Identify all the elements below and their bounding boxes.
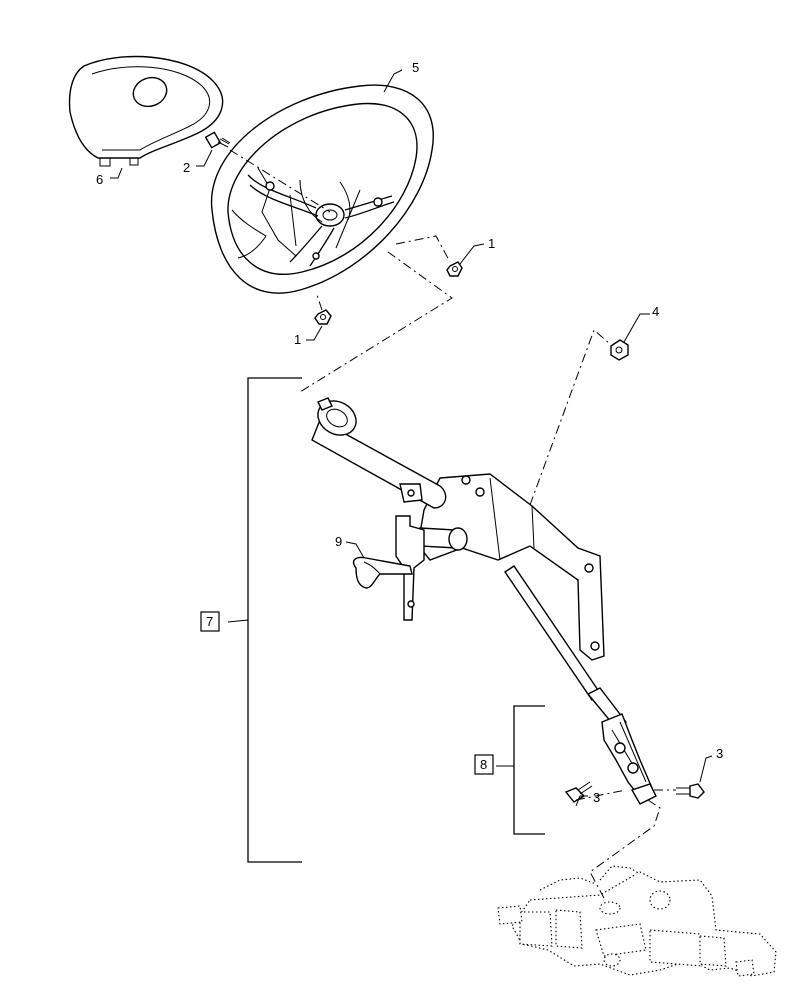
callout-1-lower: 1 [294, 332, 301, 347]
callout-3-right: 3 [716, 746, 723, 761]
leader-lines [110, 69, 713, 807]
callout-2: 2 [183, 160, 190, 175]
callout-3-left: 3 [593, 790, 600, 805]
screw-2 [204, 131, 231, 149]
steering-gear-reference [497, 865, 777, 977]
horn-pad-cover [68, 55, 224, 167]
assembly-centerlines [229, 149, 676, 899]
nut-4 [610, 339, 629, 361]
bracket-assembly-7 [227, 377, 302, 863]
universal-joint [601, 713, 657, 805]
nut-1-lower [314, 309, 332, 325]
steering-wheel [210, 84, 434, 294]
callout-8: 8 [480, 757, 487, 772]
callout-1-upper: 1 [488, 236, 495, 251]
callout-9: 9 [335, 534, 342, 549]
nut-1-upper [446, 261, 463, 277]
bracket-assembly-8 [496, 705, 545, 835]
callout-5: 5 [412, 60, 419, 75]
callout-6: 6 [96, 172, 103, 187]
callout-4: 4 [652, 304, 659, 319]
callout-7: 7 [206, 614, 213, 629]
callout-7-box: 7 [200, 611, 220, 632]
tilt-lever-9 [352, 556, 413, 589]
callout-8-box: 8 [474, 754, 494, 775]
bolt-3-right [676, 783, 705, 799]
